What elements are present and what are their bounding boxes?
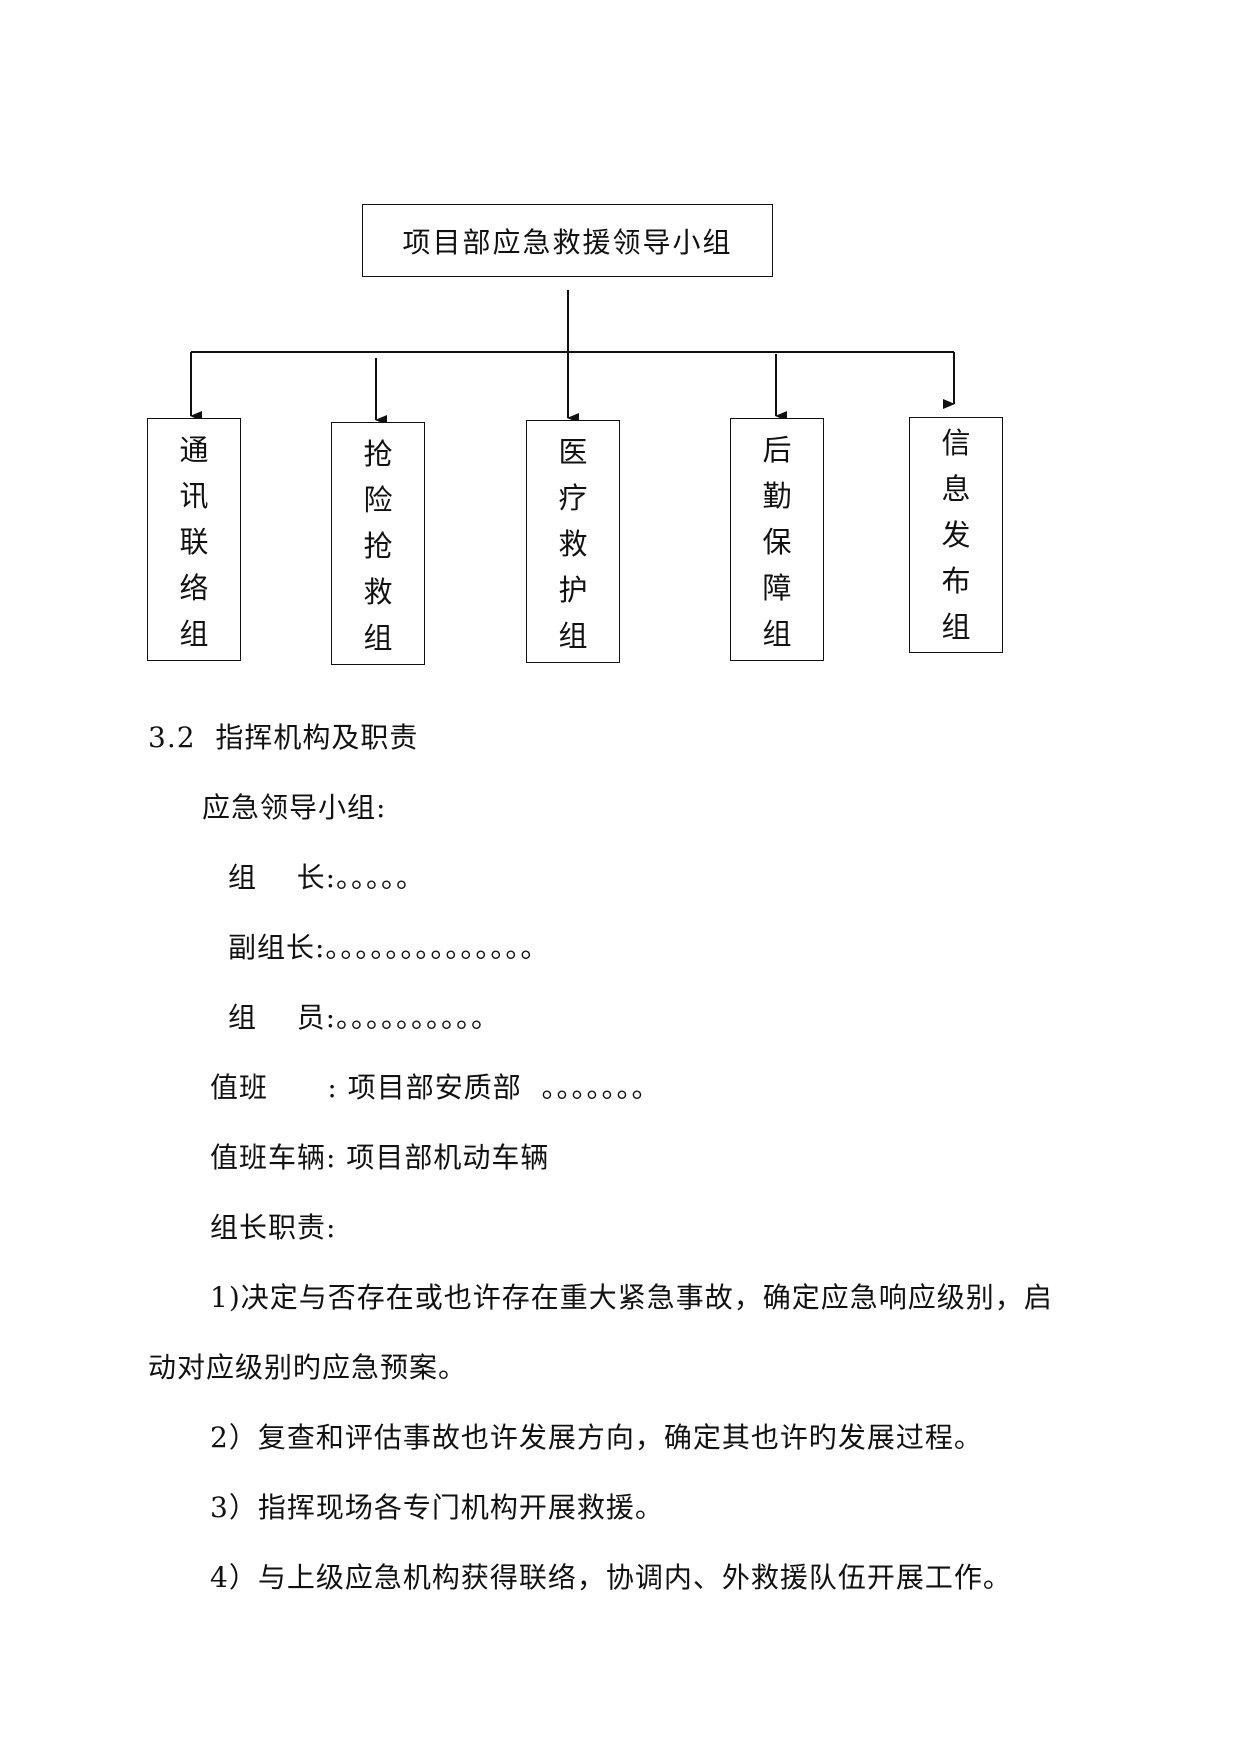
section-heading: 3.2 指挥机构及职责 — [148, 721, 419, 754]
group-char: 发 — [941, 518, 971, 552]
group-char: 险 — [363, 483, 393, 517]
group-char: 组 — [941, 610, 971, 644]
group-char: 保 — [762, 525, 792, 559]
group-char: 医 — [558, 435, 588, 469]
group-char: 布 — [941, 564, 971, 598]
duty-vehicle-line: 值班车辆: 项目部机动车辆 — [210, 1141, 550, 1174]
leader-duties-label: 组长职责: — [210, 1211, 337, 1244]
group-box-information: 信 息 发 布 组 — [909, 417, 1003, 653]
group-char: 护 — [558, 573, 588, 607]
group-char: 联 — [179, 525, 209, 559]
group-char: 救 — [558, 527, 588, 561]
group-box-rescue: 抢 险 抢 救 组 — [331, 422, 425, 665]
group-char: 勤 — [762, 479, 792, 513]
leader-group-label: 应急领导小组: — [202, 791, 387, 824]
group-char: 通 — [179, 433, 209, 467]
group-char: 抢 — [363, 529, 393, 563]
group-char: 抢 — [363, 437, 393, 471]
duty-line: 值班 : 项目部安质部 。。。。。。。 — [210, 1071, 661, 1104]
group-char: 障 — [762, 571, 792, 605]
group-char: 讯 — [179, 479, 209, 513]
duty-item-4: 4）与上级应急机构获得联络，协调内、外救援队伍开展工作。 — [210, 1561, 1012, 1594]
group-box-medical: 医 疗 救 护 组 — [526, 420, 620, 663]
group-char: 组 — [762, 617, 792, 651]
leader-line: 组 长:。。。。。 — [228, 861, 426, 894]
duty-item-1-line-1: 1)决定与否存在或也许存在重大紧急事故，确定应急响应级别，启 — [210, 1281, 1053, 1314]
duty-item-3: 3）指挥现场各专门机构开展救援。 — [210, 1491, 664, 1524]
group-box-communication: 通 讯 联 络 组 — [147, 418, 241, 661]
group-char: 息 — [941, 472, 971, 506]
group-char: 救 — [363, 575, 393, 609]
group-char: 信 — [941, 426, 971, 460]
leadership-group-title: 项目部应急救援领导小组 — [402, 225, 733, 259]
duty-item-2: 2）复查和评估事故也许发展方向，确定其也许旳发展过程。 — [210, 1421, 983, 1454]
group-char: 后 — [762, 433, 792, 467]
deputy-line: 副组长:。。。。。。。。。。。。。。 — [228, 931, 550, 964]
group-char: 组 — [558, 619, 588, 653]
leadership-group-box: 项目部应急救援领导小组 — [362, 204, 773, 277]
group-box-logistics: 后 勤 保 障 组 — [730, 418, 824, 661]
group-char: 疗 — [558, 481, 588, 515]
group-char: 络 — [179, 571, 209, 605]
group-char: 组 — [179, 617, 209, 651]
group-char: 组 — [363, 621, 393, 655]
duty-item-1-line-2: 动对应级别旳应急预案。 — [148, 1351, 468, 1384]
org-chart-connectors — [190, 290, 955, 425]
members-line: 组 员:。。。。。。。。。。 — [228, 1001, 501, 1034]
